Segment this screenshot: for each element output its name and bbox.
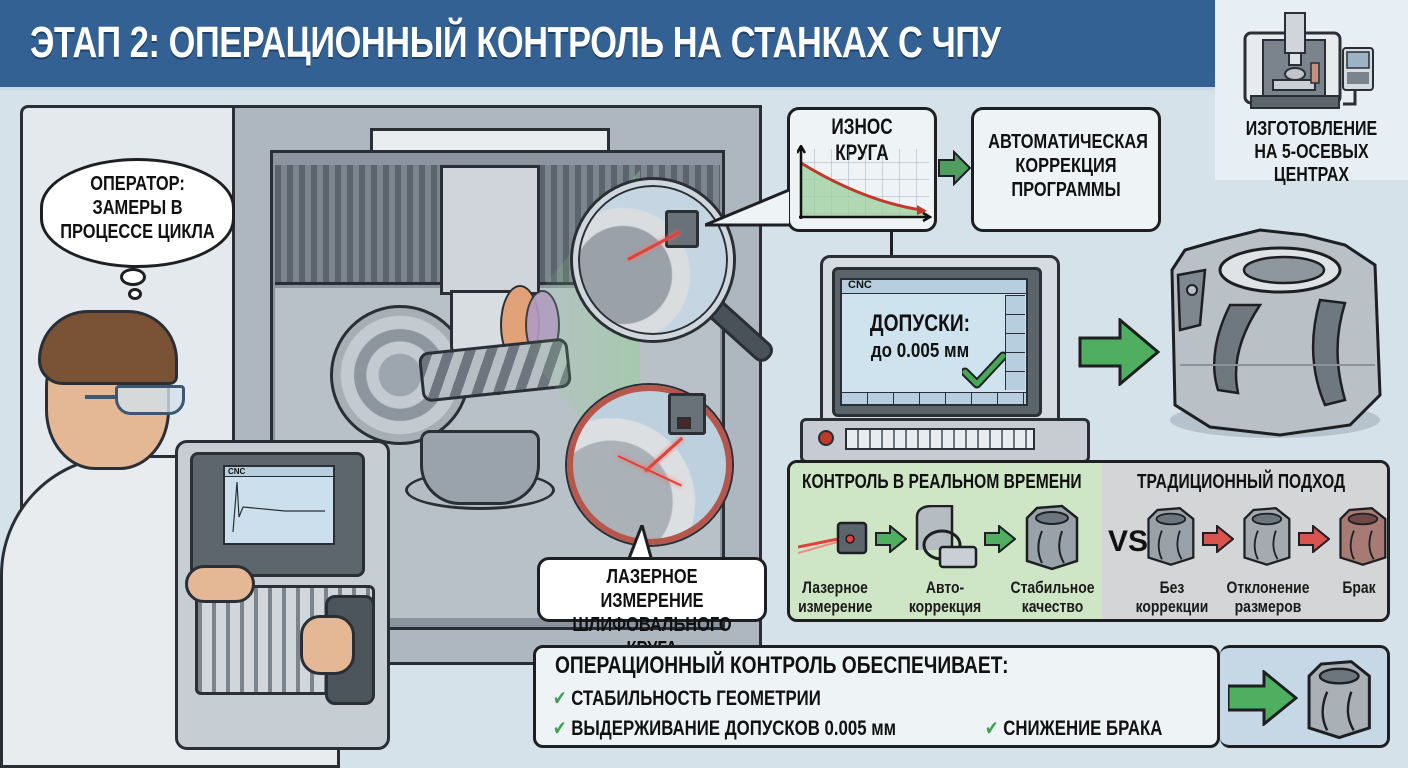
result-box <box>1220 645 1390 748</box>
tolerance-value: до 0.005 мм <box>870 340 970 362</box>
milling-cutter-icon <box>1307 660 1371 740</box>
five-axis-center-label: ИЗГОТОВЛЕНИЕ НА 5-ОСЕВЫХ ЦЕНТРАХ <box>1234 118 1388 187</box>
arrow-right-icon <box>1078 318 1160 386</box>
summary-item: ✔ВЫДЕРЖИВАНИЕ ДОПУСКОВ 0.005 мм <box>553 716 896 741</box>
step-line-2: размеров <box>1234 597 1302 616</box>
cnc-screen-header <box>842 280 1026 294</box>
operator-hair <box>38 310 178 385</box>
thought-bubble <box>40 158 235 268</box>
step-line-2: коррекции <box>1135 597 1209 616</box>
tolerance-title: ДОПУСКИ: <box>869 310 971 337</box>
emergency-stop-button[interactable] <box>818 430 834 446</box>
thought-line-1: ОПЕРАТОР: <box>90 173 185 195</box>
auto-correction-text: АВТОМАТИЧЕСКАЯ КОРРЕКЦИЯ ПРОГРАММЫ <box>988 130 1148 202</box>
declining-wear-chart-icon <box>797 145 932 223</box>
arrow-right-icon <box>1228 670 1298 726</box>
thought-line-3: ПРОЦЕССЕ ЦИКЛА <box>60 221 215 243</box>
step-line-2: коррекция <box>908 597 982 616</box>
laser-sensor-icon <box>798 521 868 555</box>
callout-pointer <box>626 525 654 561</box>
laser-sensor-icon <box>665 210 699 248</box>
realtime-control-section: КОНТРОЛЬ В РЕАЛЬНОМ ВРЕМЕНИ Лазерное <box>790 463 1102 619</box>
auto-correction-callout <box>971 107 1161 232</box>
arrow-right-icon <box>875 525 907 553</box>
step-label: Брак <box>1330 578 1387 597</box>
summary-title: ОПЕРАЦИОННЫЙ КОНТРОЛЬ ОБЕСПЕЧИВАЕТ: <box>555 652 1009 679</box>
cutter-good-icon <box>1025 504 1079 571</box>
thought-line-2: ЗАМЕРЫ В <box>92 197 183 219</box>
summary-item-text: СНИЖЕНИЕ БРАКА <box>1003 717 1163 740</box>
traditional-approach-section: VS ТРАДИЦИОННЫЙ ПОДХОД Без коррекции <box>1102 463 1387 619</box>
thought-dot <box>120 268 146 286</box>
summary-box <box>533 645 1220 748</box>
cutter-deviated-icon <box>1243 507 1291 566</box>
summary-item-text: ВЫДЕРЖИВАНИЕ ДОПУСКОВ 0.005 мм <box>571 717 897 740</box>
step-label: Отклонение размеров <box>1224 578 1313 616</box>
vs-label: VS <box>1108 525 1149 558</box>
step-line-1: Брак <box>1342 578 1376 597</box>
cnc-keys[interactable] <box>845 428 1035 450</box>
five-axis-center-card: ИЗГОТОВЛЕНИЕ НА 5-ОСЕВЫХ ЦЕНТРАХ <box>1215 0 1408 186</box>
step-line-2: измерение <box>798 597 873 616</box>
arrow-right-icon <box>1298 525 1330 553</box>
spindle-head <box>440 165 540 295</box>
step-line-1: Лазерное <box>802 578 868 597</box>
laser-callout-line-1: ЛАЗЕРНОЕ ИЗМЕРЕНИЕ <box>600 566 704 612</box>
check-icon: ✔ <box>553 688 567 710</box>
check-icon: ✔ <box>985 718 999 740</box>
check-icon: ✔ <box>553 718 567 740</box>
thought-dot <box>128 288 142 300</box>
cnc-softkeys-side[interactable] <box>1005 295 1025 390</box>
label-line-1: ИЗГОТОВЛЕНИЕ <box>1245 118 1378 140</box>
step-label: Без коррекции <box>1131 578 1213 616</box>
label-line-2: НА 5-ОСЕВЫХ ЦЕНТРАХ <box>1254 141 1369 186</box>
signal-plot-icon <box>232 481 325 533</box>
cutter-defect-icon <box>1339 507 1387 566</box>
correction-line-3: ПРОГРАММЫ <box>1011 179 1121 201</box>
magnifier-wheel-closeup <box>573 180 733 340</box>
arrow-right-icon <box>938 150 972 186</box>
console-screen-label: CNC <box>225 467 333 477</box>
sensor-aperture <box>677 417 691 429</box>
cnc-machining-center-icon <box>1243 12 1374 109</box>
step-line-2: качество <box>1021 597 1084 616</box>
console-screen: CNC <box>223 465 335 545</box>
cnc-monitor-screen <box>840 278 1028 406</box>
rotary-table <box>420 430 540 505</box>
step-line-1: Стабильное <box>1010 578 1095 597</box>
realtime-heading: КОНТРОЛЬ В РЕАЛЬНОМ ВРЕМЕНИ <box>802 471 1082 493</box>
milling-cutter-icon <box>1170 228 1382 438</box>
laser-measurement-callout <box>537 557 767 622</box>
step-line-1: Отклонение <box>1226 578 1310 597</box>
probe-correction-icon <box>915 505 978 569</box>
summary-item-text: СТАБИЛЬНОСТЬ ГЕОМЕТРИИ <box>571 687 821 710</box>
title-bar <box>0 0 1215 90</box>
correction-line-1: АВТОМАТИЧЕСКАЯ <box>988 131 1148 153</box>
cutter-icon <box>1147 507 1195 566</box>
step-line-1: Авто- <box>925 578 965 597</box>
callout-pointer <box>705 188 790 227</box>
check-icon <box>962 351 1006 389</box>
arrow-right-icon <box>1202 525 1234 553</box>
summary-item: ✔СНИЖЕНИЕ БРАКА <box>985 716 1162 741</box>
connector-line <box>890 232 893 257</box>
operator-left-hand <box>185 565 255 603</box>
operator-right-hand <box>300 615 355 675</box>
step-label: Стабильное качество <box>1009 578 1095 616</box>
cnc-softkeys-bottom[interactable] <box>842 392 1026 404</box>
page-title: ЭТАП 2: ОПЕРАЦИОННЫЙ КОНТРОЛЬ НА СТАНКАХ… <box>30 18 1001 67</box>
step-label: Авто- коррекция <box>908 578 982 616</box>
summary-item: ✔СТАБИЛЬНОСТЬ ГЕОМЕТРИИ <box>553 686 821 711</box>
arrow-right-icon <box>984 525 1016 553</box>
comparison-panel: КОНТРОЛЬ В РЕАЛЬНОМ ВРЕМЕНИ Лазерное <box>787 460 1390 622</box>
operator-thought-text: ОПЕРАТОР: ЗАМЕРЫ В ПРОЦЕССЕ ЦИКЛА <box>58 172 218 244</box>
step-line-1: Без <box>1159 578 1185 597</box>
correction-line-2: КОРРЕКЦИЯ <box>1015 155 1117 177</box>
step-label: Лазерное измерение <box>798 578 872 616</box>
cnc-screen-label: CNC <box>848 279 872 291</box>
safety-goggles-icon <box>115 385 185 415</box>
traditional-heading: ТРАДИЦИОННЫЙ ПОДХОД <box>1137 471 1346 493</box>
goggles-strap <box>85 395 117 399</box>
